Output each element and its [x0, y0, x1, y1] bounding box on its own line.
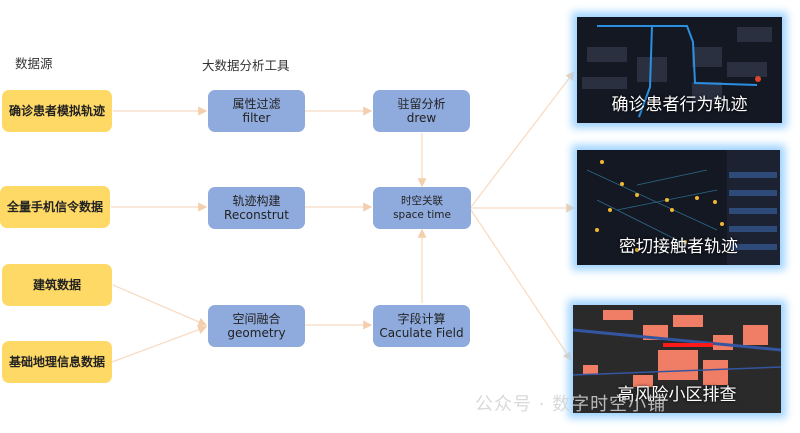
output-confirmed-behavior-map: 确诊患者行为轨迹	[577, 17, 782, 123]
tool-space-time: 时空关联 space time	[373, 187, 471, 229]
watermark: 公众号 · 数字时空小铺	[475, 394, 667, 415]
output-close-contact-map: 密切接触者轨迹	[577, 150, 780, 265]
trajectory-map-image	[582, 25, 772, 118]
tool-cn: 空间融合	[232, 312, 281, 326]
tool-en: Reconstrut	[224, 208, 289, 222]
source-geo-data: 基础地理信息数据	[2, 341, 112, 383]
tool-cn: 时空关联	[401, 195, 443, 207]
tool-cn: 字段计算	[397, 312, 446, 326]
tool-en: drew	[406, 111, 437, 125]
output-caption: 高风险小区排查	[617, 385, 737, 405]
tool-cn: 轨迹构建	[232, 194, 281, 208]
risk-map-image	[573, 310, 781, 387]
tools-heading: 大数据分析工具	[202, 58, 290, 73]
source-mobile-signaling: 全量手机信令数据	[0, 186, 110, 228]
tool-cn: 驻留分析	[397, 97, 446, 111]
output-high-risk-community-map: 高风险小区排查	[573, 305, 781, 413]
output-caption: 密切接触者轨迹	[619, 237, 738, 257]
tool-en: space time	[393, 209, 451, 221]
tool-en: geometry	[227, 326, 286, 340]
source-building-data: 建筑数据	[2, 264, 112, 306]
contact-map-image	[586, 150, 780, 265]
tool-en: filter	[242, 111, 271, 125]
tool-en: Caculate Field	[379, 326, 464, 340]
output-caption: 确诊患者行为轨迹	[611, 95, 748, 115]
tool-cn: 属性过滤	[232, 97, 281, 111]
source-confirmed-trajectory: 确诊患者模拟轨迹	[2, 90, 112, 132]
sources-heading: 数据源	[15, 56, 53, 71]
